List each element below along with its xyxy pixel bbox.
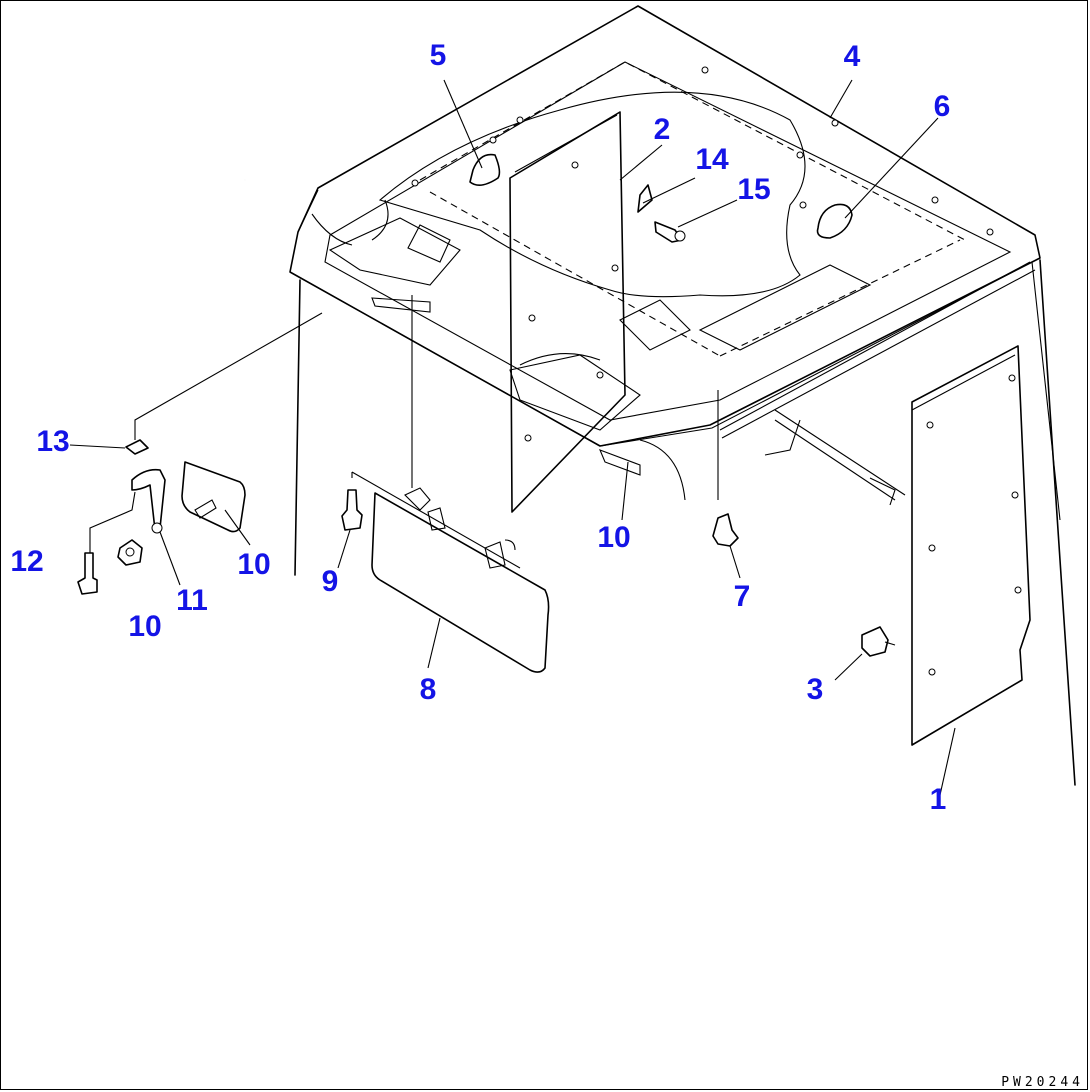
callout-8: 8 <box>419 673 437 706</box>
callout-2: 2 <box>653 113 671 146</box>
callout-10-mirror: 10 <box>237 548 271 581</box>
callout-10-roof: 10 <box>597 521 631 554</box>
part-2-rear-lining <box>509 111 626 513</box>
callout-9: 9 <box>321 565 339 598</box>
side-rail <box>719 261 1036 506</box>
roof-shell <box>289 5 1076 786</box>
callout-4: 4 <box>843 40 861 73</box>
leader-lines <box>69 79 956 796</box>
part-10-nut <box>117 539 143 566</box>
part-15-screw <box>654 221 686 243</box>
roof-lining <box>244 61 1012 421</box>
part-11-mirror-stay <box>131 468 166 534</box>
part-8-sun-visor <box>351 471 550 673</box>
callout-7: 7 <box>733 580 751 613</box>
callout-3: 3 <box>806 673 824 706</box>
callout-1: 1 <box>929 783 947 816</box>
drawing-code: PW20244 <box>1001 1075 1084 1090</box>
part-12-bolt <box>77 552 98 595</box>
part-14-clip <box>637 184 653 213</box>
callout-6: 6 <box>933 90 951 123</box>
callout-15: 15 <box>737 173 771 206</box>
part-3-clip <box>861 626 896 657</box>
callout-12: 12 <box>10 545 44 578</box>
roof-inner-frame <box>328 217 872 501</box>
part-10-mirror <box>181 461 246 533</box>
part-7-bolt <box>712 513 739 547</box>
callout-5: 5 <box>429 39 447 72</box>
callout-13: 13 <box>36 425 70 458</box>
callout-11: 11 <box>176 584 208 617</box>
callout-14: 14 <box>695 143 729 176</box>
part-9-knob <box>341 489 363 531</box>
part-6-pad <box>816 203 853 239</box>
part-1-side-lining <box>911 345 1031 746</box>
part-5-pad <box>469 153 501 186</box>
callout-10-nut: 10 <box>128 610 162 643</box>
part-13-washer <box>125 439 149 455</box>
